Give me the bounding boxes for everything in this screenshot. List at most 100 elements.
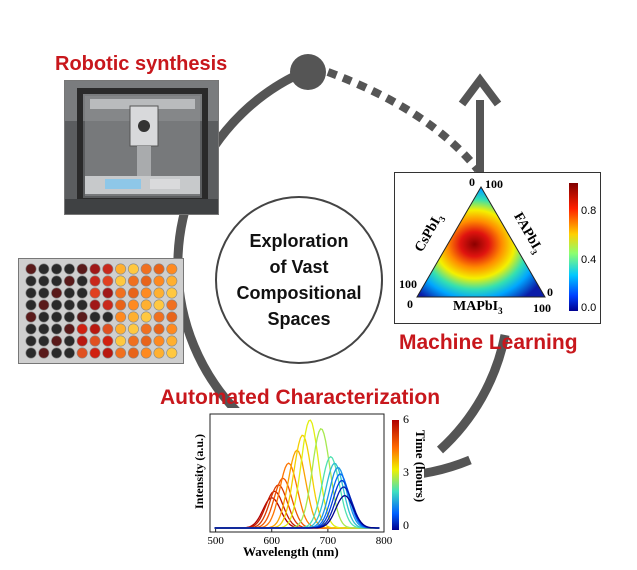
well: [140, 323, 152, 335]
center-line-3: Compositional: [236, 283, 362, 303]
robotic-synthesis-title: Robotic synthesis: [55, 53, 228, 75]
well: [140, 299, 152, 311]
arrow-head: [458, 73, 502, 107]
well: [166, 275, 178, 287]
well: [166, 287, 178, 299]
well: [140, 287, 152, 299]
spectra-ylabel: Intensity (a.u.): [192, 433, 207, 510]
well: [25, 323, 37, 335]
well: [166, 323, 178, 335]
well: [25, 263, 37, 275]
well: [76, 299, 88, 311]
well: [51, 311, 63, 323]
well: [127, 311, 139, 323]
ternary-cbar-tick-00: 0.0: [581, 302, 597, 314]
well: [153, 347, 165, 359]
well: [38, 299, 50, 311]
well: [102, 323, 114, 335]
well: [51, 263, 63, 275]
well: [166, 311, 178, 323]
well: [102, 275, 114, 287]
well: [153, 335, 165, 347]
ternary-br-tick-0: 0: [547, 285, 553, 299]
well-plate-image: [19, 259, 183, 363]
well: [127, 335, 139, 347]
well: [25, 347, 37, 359]
well: [51, 299, 63, 311]
well: [115, 299, 127, 311]
x-tick-label: 500: [207, 535, 224, 547]
well: [140, 347, 152, 359]
well: [140, 335, 152, 347]
well: [89, 311, 101, 323]
center-text: Exploration of Vast Compositional Spaces: [237, 228, 362, 332]
well: [51, 335, 63, 347]
ternary-cbar-tick-08: 0.8: [581, 205, 597, 217]
well: [25, 275, 37, 287]
well: [102, 299, 114, 311]
well: [166, 263, 178, 275]
time-colorbar-label: Time (hours): [413, 429, 429, 503]
well: [89, 299, 101, 311]
well: [38, 275, 50, 287]
well: [115, 275, 127, 287]
ternary-bl-tick-0: 0: [407, 297, 413, 311]
cycle-arc-right: [436, 334, 510, 454]
well: [127, 287, 139, 299]
well: [89, 287, 101, 299]
well: [153, 275, 165, 287]
well: [38, 311, 50, 323]
well: [115, 263, 127, 275]
well: [153, 299, 165, 311]
well: [89, 323, 101, 335]
well: [51, 275, 63, 287]
well: [38, 263, 50, 275]
well: [102, 287, 114, 299]
well: [140, 275, 152, 287]
well: [166, 347, 178, 359]
center-circle: Exploration of Vast Compositional Spaces: [215, 196, 383, 364]
well: [115, 323, 127, 335]
well: [153, 263, 165, 275]
well: [76, 347, 88, 359]
center-line-1: Exploration: [249, 231, 349, 251]
well-plate-photo: [18, 258, 184, 364]
robot-image: [65, 81, 218, 214]
well: [140, 263, 152, 275]
well: [102, 311, 114, 323]
well: [127, 347, 139, 359]
x-tick-label: 600: [263, 535, 280, 547]
well: [115, 347, 127, 359]
well: [127, 323, 139, 335]
well: [153, 311, 165, 323]
ternary-top-100: 100: [485, 177, 503, 191]
time-colorbar: [392, 420, 399, 530]
cycle-node: [290, 54, 326, 90]
x-tick-label: 700: [320, 535, 337, 547]
well: [38, 347, 50, 359]
ternary-plot: [416, 183, 578, 311]
well: [140, 311, 152, 323]
cycle-dotted-arc: [326, 68, 482, 173]
ternary-bottom-label: MAPbI3: [453, 299, 503, 316]
well: [38, 335, 50, 347]
well: [51, 323, 63, 335]
well: [115, 287, 127, 299]
well: [89, 263, 101, 275]
well: [76, 275, 88, 287]
robot-photo: [64, 80, 219, 215]
well: [63, 347, 75, 359]
well: [102, 263, 114, 275]
spectra-lines: [214, 419, 380, 529]
well: [89, 335, 101, 347]
well: [76, 287, 88, 299]
well: [63, 311, 75, 323]
well: [76, 323, 88, 335]
well: [25, 335, 37, 347]
center-line-2: of Vast: [269, 257, 329, 277]
ternary-colorbar: [569, 183, 578, 311]
well: [51, 347, 63, 359]
ternary-top-0: 0: [469, 175, 475, 189]
